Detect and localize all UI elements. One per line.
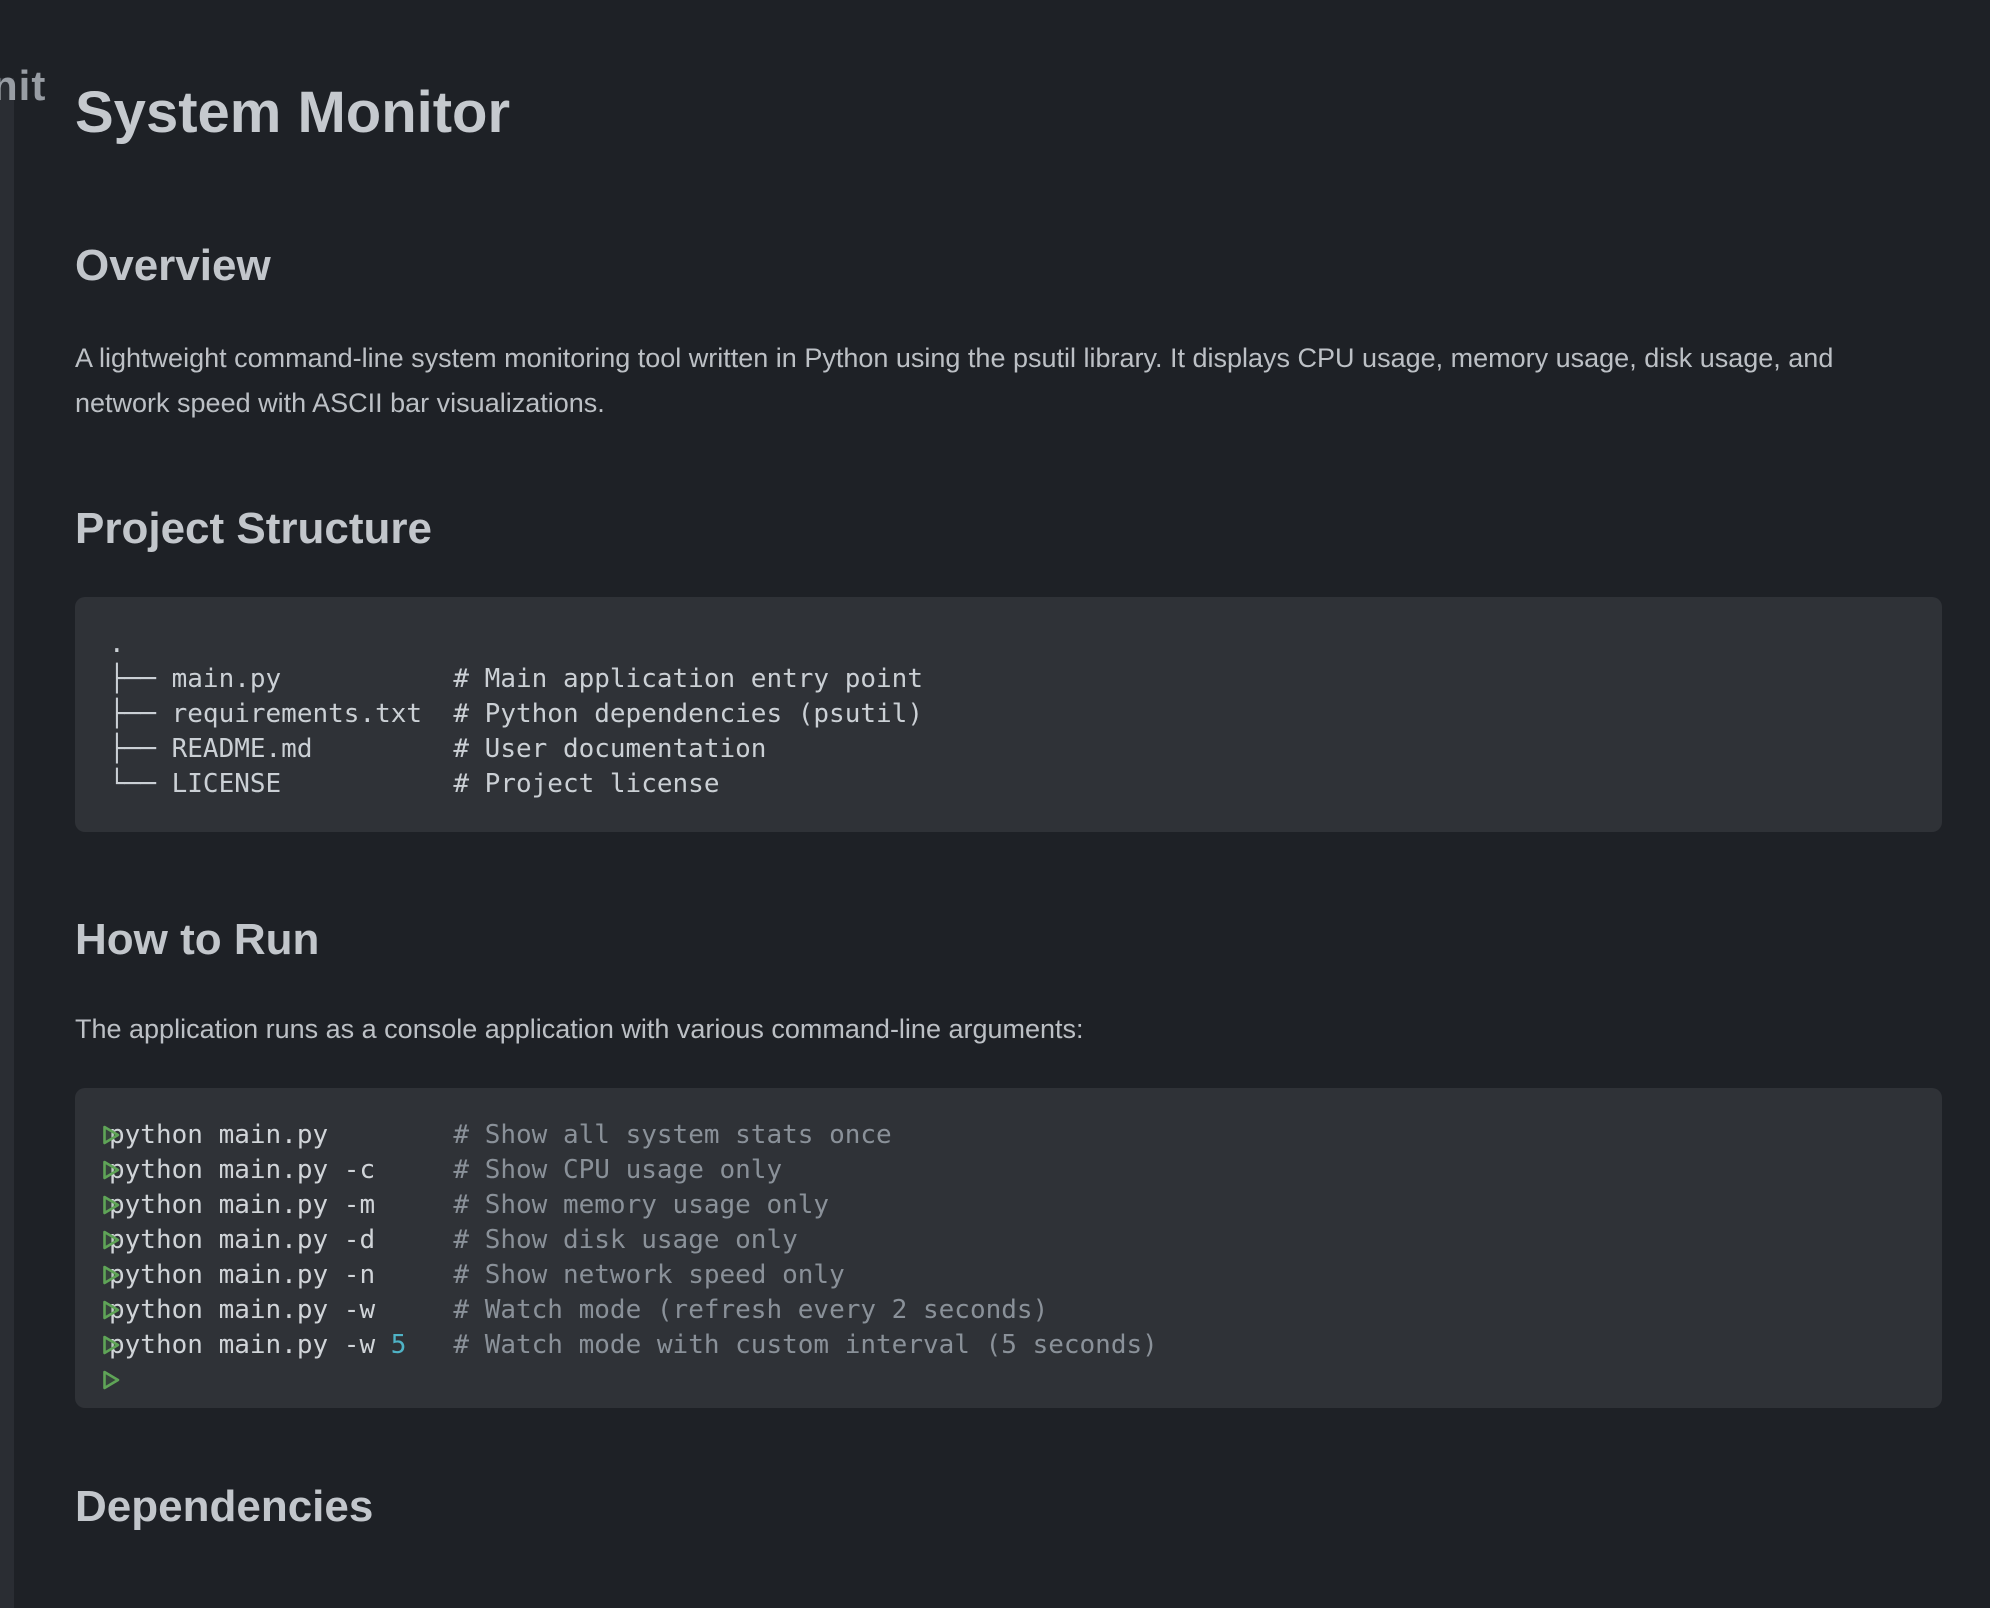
command-text: python main.py -w	[109, 1329, 391, 1360]
section-heading-project-structure: Project Structure	[75, 504, 432, 554]
command-line: python main.py -n # Show network speed o…	[103, 1258, 1908, 1293]
run-icon[interactable]	[95, 1365, 125, 1395]
command-spacer	[328, 1120, 453, 1150]
command-comment: # Show disk usage only	[453, 1224, 798, 1255]
run-icon[interactable]	[95, 1190, 125, 1220]
command-comment: # Show network speed only	[453, 1259, 845, 1290]
run-icon[interactable]	[95, 1155, 125, 1185]
command-text: python main.py -c	[109, 1154, 376, 1185]
run-icon[interactable]	[95, 1295, 125, 1325]
command-comment: # Watch mode with custom interval (5 sec…	[453, 1329, 1158, 1360]
command-comment: # Show all system stats once	[453, 1119, 892, 1150]
how-to-run-paragraph: The application runs as a console applic…	[75, 1013, 1084, 1044]
command-spacer	[375, 1190, 453, 1220]
commands-code-block: python main.py # Show all system stats o…	[75, 1087, 1942, 1408]
command-line: python main.py -w 5 # Watch mode with cu…	[103, 1328, 1908, 1363]
side-panel-edge	[0, 78, 14, 1608]
run-icon[interactable]	[95, 1120, 125, 1150]
command-spacer	[406, 1330, 453, 1360]
run-icon[interactable]	[95, 1260, 125, 1290]
overview-paragraph: A lightweight command-line system monito…	[75, 343, 1834, 419]
section-heading-dependencies: Dependencies	[75, 1481, 374, 1531]
command-line: python main.py -m # Show memory usage on…	[103, 1188, 1908, 1223]
command-comment: # Show CPU usage only	[453, 1154, 783, 1185]
run-icon[interactable]	[95, 1330, 125, 1360]
command-line: python main.py -d # Show disk usage only	[103, 1223, 1908, 1258]
command-spacer	[375, 1155, 453, 1185]
command-text: python main.py -w	[109, 1294, 376, 1325]
command-number-literal: 5	[390, 1329, 407, 1360]
command-spacer	[375, 1225, 453, 1255]
command-line	[103, 1363, 1908, 1398]
command-text: python main.py -d	[109, 1224, 376, 1255]
command-text: python main.py	[109, 1119, 329, 1150]
section-heading-overview: Overview	[75, 240, 271, 290]
command-text: python main.py -n	[109, 1259, 376, 1290]
markdown-preview: System Monitor Overview A lightweight co…	[75, 78, 1942, 1534]
command-text: python main.py -m	[109, 1189, 376, 1220]
project-structure-code-block: . ├── main.py # Main application entry p…	[75, 597, 1942, 833]
run-icon[interactable]	[95, 1225, 125, 1255]
command-line: python main.py -c # Show CPU usage only	[103, 1153, 1908, 1188]
command-comment: # Watch mode (refresh every 2 seconds)	[453, 1294, 1049, 1325]
command-spacer	[375, 1260, 453, 1290]
command-line: python main.py -w # Watch mode (refresh …	[103, 1293, 1908, 1328]
clipped-editor-text: nit	[0, 62, 47, 109]
command-spacer	[375, 1295, 453, 1325]
page-title: System Monitor	[75, 80, 511, 145]
command-line: python main.py # Show all system stats o…	[103, 1118, 1908, 1153]
command-comment: # Show memory usage only	[453, 1189, 830, 1220]
section-heading-how-to-run: How to Run	[75, 915, 320, 965]
